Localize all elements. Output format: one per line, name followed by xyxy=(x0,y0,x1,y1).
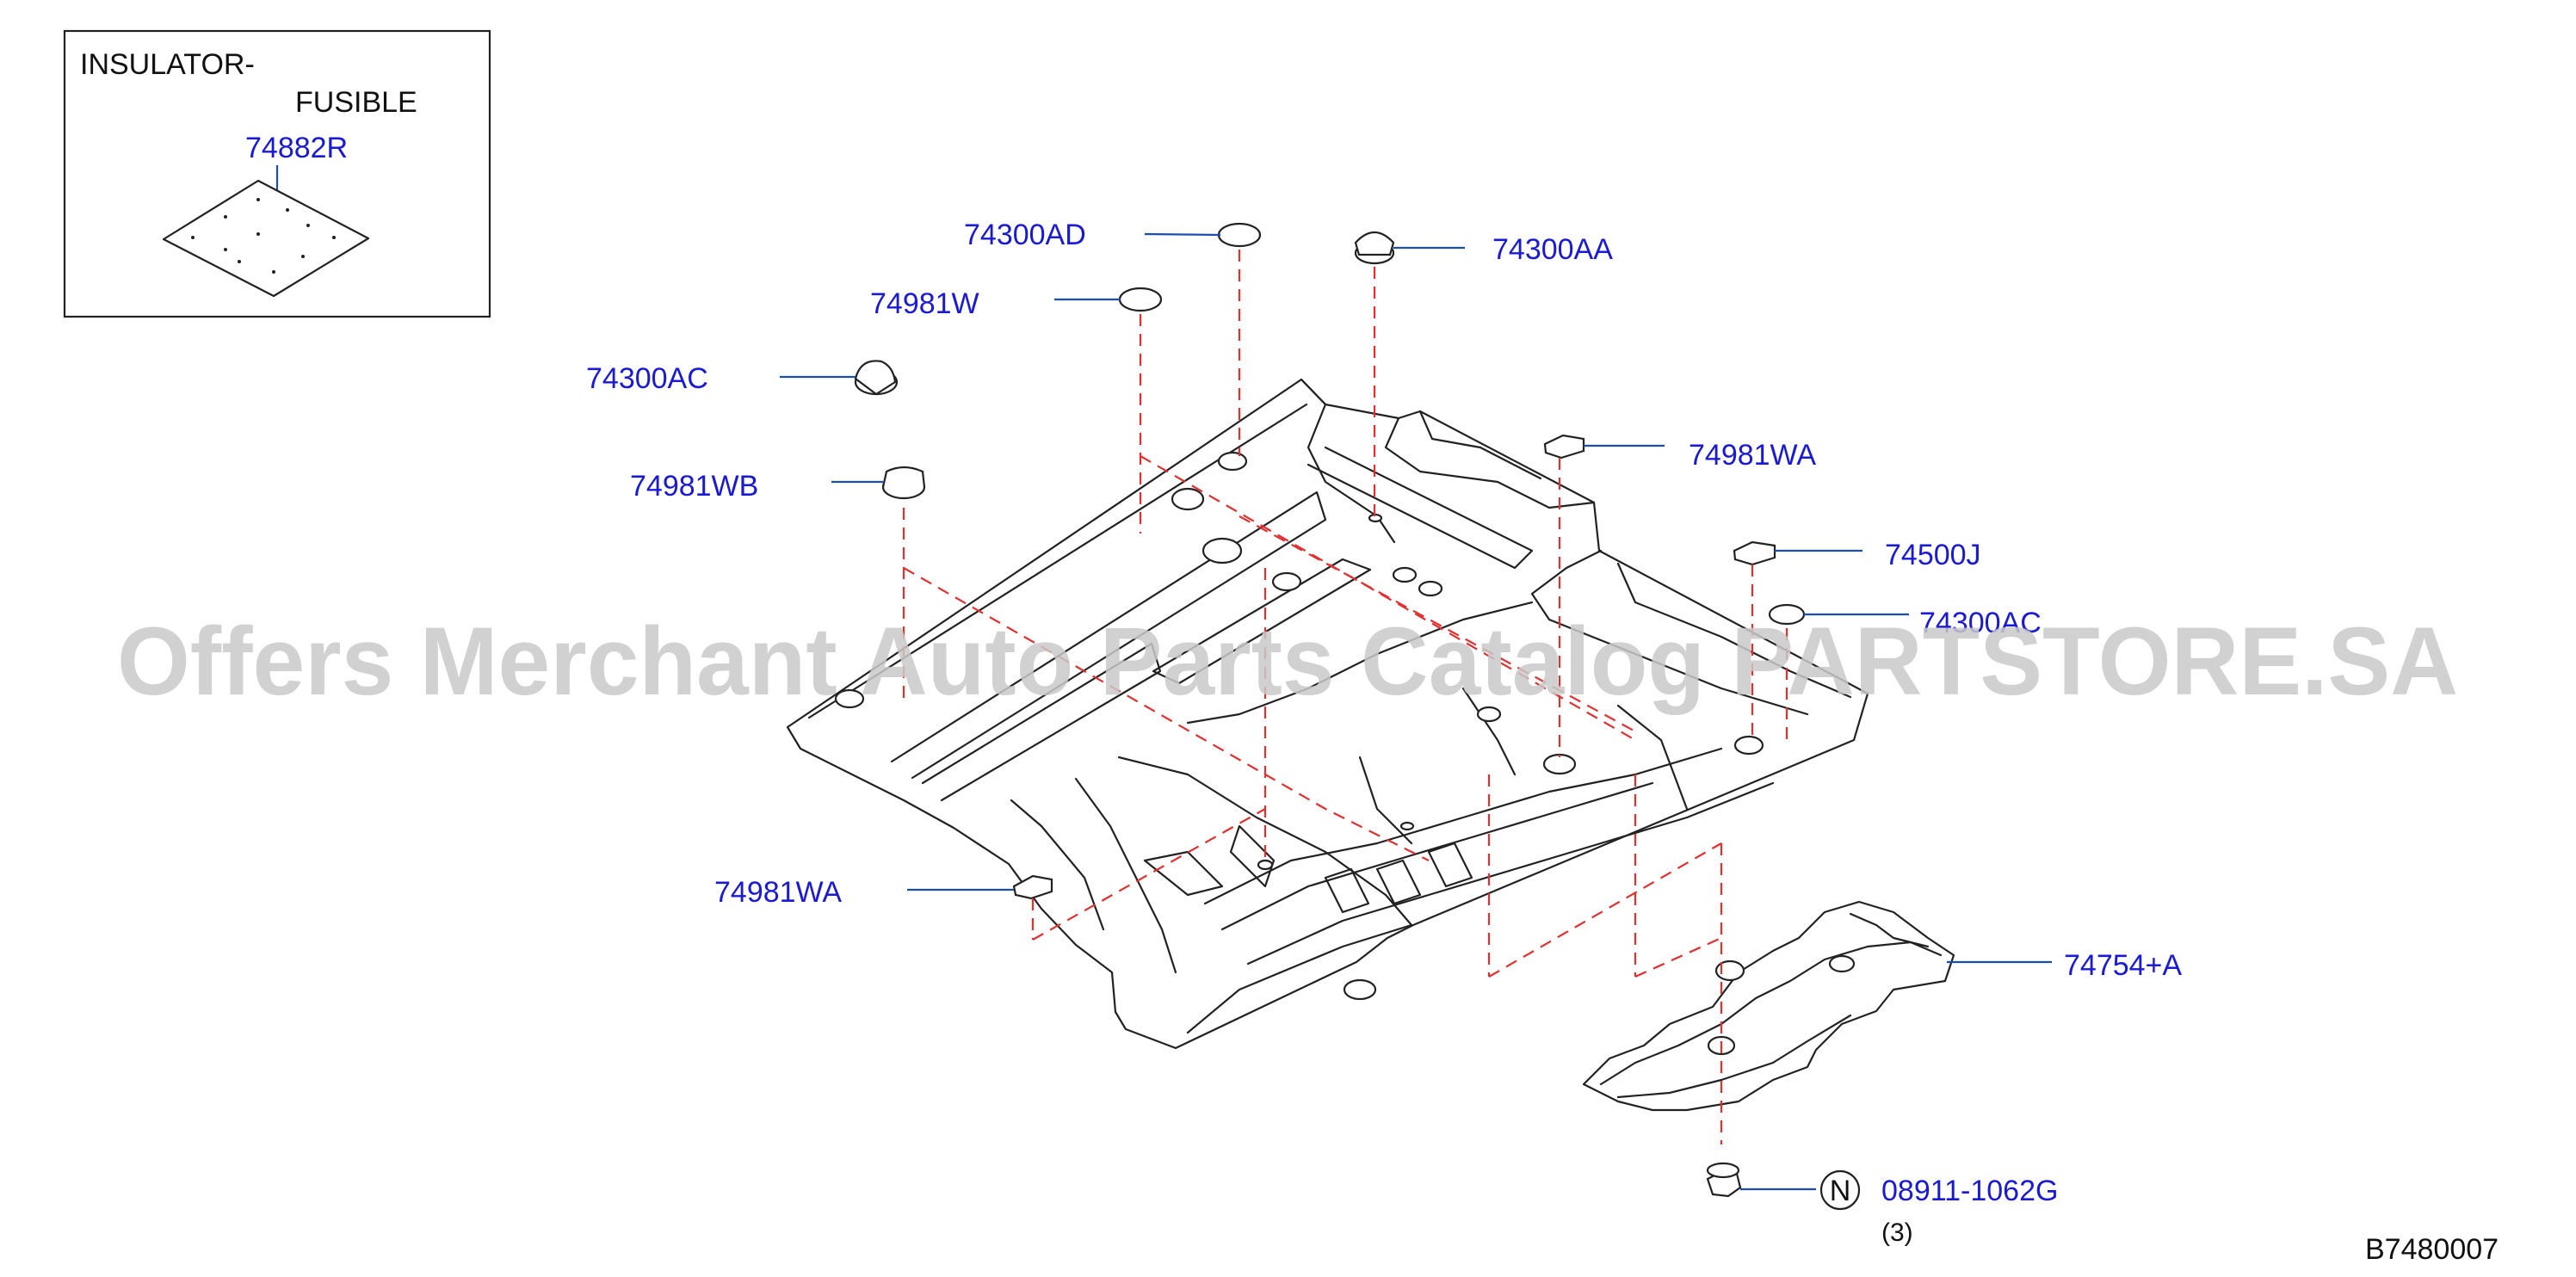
part-74300AC-left-label[interactable]: 74300AC xyxy=(586,362,708,395)
part-74981WA-right-label[interactable]: 74981WA xyxy=(1689,439,1816,472)
grommet-74500J xyxy=(1733,540,1776,566)
part-74882R-label[interactable]: 74882R xyxy=(245,132,348,164)
part-74981WA-bottom-label[interactable]: 74981WA xyxy=(714,876,842,909)
quantity-label: (3) xyxy=(1881,1218,1913,1247)
panel-holes xyxy=(834,451,1764,1001)
part-74300AC-right-label[interactable]: 74300AC xyxy=(1919,607,2042,639)
diagram-code: B7480007 xyxy=(2365,1233,2499,1266)
rear-floor-panel xyxy=(786,378,1869,1050)
inset-title-line2: FUSIBLE xyxy=(295,86,417,119)
part-74981WB-label[interactable]: 74981WB xyxy=(630,470,758,503)
callout-08911-1062G: N 08911-1062G (3) xyxy=(1819,1169,2058,1247)
part-74500J-label[interactable]: 74500J xyxy=(1885,539,1981,571)
inset-box: INSULATOR- FUSIBLE 74882R xyxy=(63,29,491,318)
part-74300AA-label[interactable]: 74300AA xyxy=(1492,233,1613,266)
part-74981W-label[interactable]: 74981W xyxy=(870,287,979,320)
grommet-74981WA-right xyxy=(1543,434,1585,460)
grommets xyxy=(854,222,1806,1198)
nut-08911-1062G xyxy=(1706,1162,1742,1198)
grommet-74300AD xyxy=(1217,222,1262,248)
leader-lines xyxy=(780,232,2052,1191)
n-symbol-circle xyxy=(1819,1169,1861,1211)
grommet-74981WA-bottom xyxy=(1012,874,1053,900)
watermark-text: Offers Merchant Auto Parts Catalog PARTS… xyxy=(117,608,2458,715)
part-74754A-label[interactable]: 74754+A xyxy=(2064,949,2182,982)
part-74300AD-label[interactable]: 74300AD xyxy=(964,219,1086,251)
plug-74981WB xyxy=(881,466,926,500)
assembly-lines xyxy=(902,250,1788,1144)
clip-74300AA xyxy=(1354,231,1395,265)
n-symbol: N xyxy=(1830,1175,1851,1207)
insulator-pad-dots xyxy=(191,198,336,274)
insulator-pad-shape xyxy=(162,179,370,298)
clip-74300AC-left xyxy=(854,360,899,396)
inset-title-line1: INSULATOR- xyxy=(80,48,255,81)
grommet-74981W xyxy=(1118,287,1163,312)
heat-insulator-74754A xyxy=(1582,900,1955,1112)
part-08911-1062G-label[interactable]: 08911-1062G xyxy=(1881,1175,2058,1207)
